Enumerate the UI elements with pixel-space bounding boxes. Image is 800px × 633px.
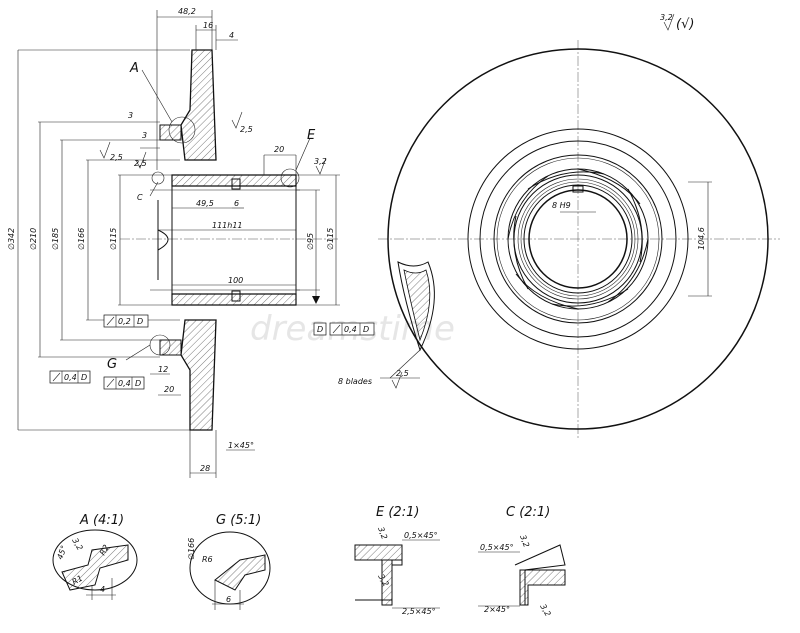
dim-chamfer: 1×45° [228,441,254,450]
front-view [378,13,780,440]
dim-111h11: 111h11 [212,221,243,230]
detail-a: A (4:1) 3,2 R2 45° R1 4 [52,513,138,600]
upper-flange-section [180,49,217,161]
blades [507,168,649,310]
section-label-a: A [129,61,139,76]
detail-c: C (2:1) 0,5×45° 3,2 2×45° 3,2 [478,505,566,619]
tolerance-frame-1: 0,2 D [103,314,149,328]
svg-text:4: 4 [100,585,105,594]
outer-disc [387,48,769,430]
detail-g: G (5:1) ∅166 R6 6 [187,513,271,610]
hub-lower-section [171,293,297,306]
section-label-c: C [137,193,143,202]
svg-text:D: D [81,373,87,382]
dim-dia-185: ∅185 [51,228,60,250]
section-label-g: G [107,357,117,372]
svg-text:3,2: 3,2 [518,534,531,549]
dim-2-5c: 2,5 [134,159,147,168]
dim-20-top: 20 [274,145,284,154]
roughness-general: 3,2 [660,13,673,22]
dim-6: 6 [234,199,239,208]
svg-text:3,2: 3,2 [538,603,552,619]
svg-text:0,5×45°: 0,5×45° [404,531,438,540]
svg-text:2,5×45°: 2,5×45° [402,607,436,616]
dim-12: 12 [158,365,168,374]
dim-2-5b: 2,5 [110,153,123,162]
detail-e: E (2:1) 3,2 0,5×45° 3,2 2,5×45° [354,505,440,616]
svg-text:0,2: 0,2 [118,317,131,326]
dim-dia-166: ∅166 [77,228,86,250]
tolerance-frame-3: 0,4 D [49,370,91,384]
tolerance-frame-4: 0,4 D [103,376,145,390]
lower-flange-section [180,319,217,431]
dim-dia-115a: ∅115 [109,228,118,250]
dim-4: 4 [229,31,234,40]
dim-48-2: 48,2 [178,7,196,16]
dim-dia-115b: ∅115 [326,228,335,250]
dim-dia-210: ∅210 [29,228,38,250]
dim-3-2: 3,2 [314,157,327,166]
roughness-symbol: (√) [676,17,694,32]
section-label-e: E [307,128,316,143]
dim-2-5a: 2,5 [240,125,253,134]
section-view [17,10,340,478]
svg-text:R6: R6 [202,555,213,564]
svg-text:D: D [363,325,369,334]
svg-text:D: D [137,317,143,326]
blades-label: 8 blades [338,377,372,386]
svg-text:0,4: 0,4 [118,379,131,388]
svg-text:∅166: ∅166 [187,538,196,560]
dim-104-6: 104,6 [697,227,706,250]
dim-3a: 3 [128,111,133,120]
svg-text:3,2: 3,2 [70,537,84,553]
dim-2-5e: 2,5 [396,369,409,378]
detail-c-title: C (2:1) [506,505,550,520]
svg-text:6: 6 [226,595,231,604]
svg-text:D: D [135,379,141,388]
dim-16: 16 [203,21,213,30]
dim-dia-342: ∅342 [7,228,16,250]
svg-text:2×45°: 2×45° [484,605,510,614]
bore [528,189,628,289]
datum-d: D [317,325,323,334]
svg-text:0,5×45°: 0,5×45° [480,543,514,552]
dim-8h9: 8 H9 [552,201,571,210]
dim-3b: 3 [142,131,147,140]
hub-upper-section [171,174,297,187]
dim-49-5: 49,5 [196,199,214,208]
svg-text:0,4: 0,4 [64,373,77,382]
tolerance-frame-2: 0,4 D [329,322,375,336]
dim-100: 100 [228,276,243,285]
dim-28: 28 [200,464,210,473]
detail-a-title: A (4:1) [79,513,124,528]
detail-g-title: G (5:1) [216,513,261,528]
dim-dia-95: ∅95 [306,233,315,250]
detail-e-title: E (2:1) [376,505,419,520]
svg-text:0,4: 0,4 [344,325,357,334]
dim-20-bot: 20 [164,385,174,394]
svg-text:3,2: 3,2 [376,526,389,541]
